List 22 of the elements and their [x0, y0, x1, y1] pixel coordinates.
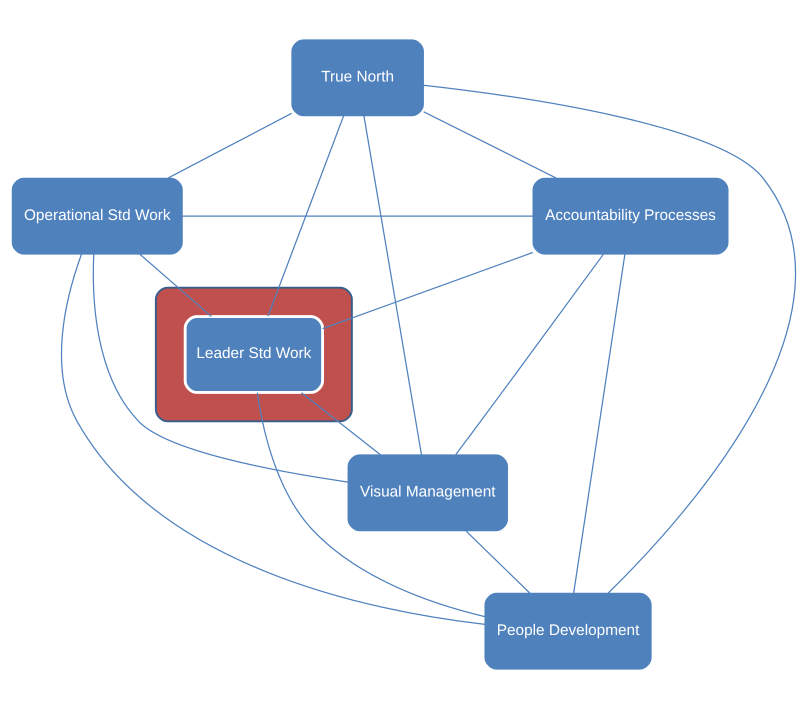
connector: [466, 530, 530, 594]
node-box: True North: [291, 39, 424, 116]
connector: [423, 111, 557, 179]
node-box: People Development: [484, 592, 652, 670]
connector: [182, 216, 533, 217]
connector: [267, 116, 344, 316]
node-box: Visual Management: [348, 454, 508, 532]
connector: [322, 252, 533, 330]
connector: [423, 84, 796, 594]
node-box: Accountability Processes: [532, 178, 728, 255]
node-box: Operational Std Work: [12, 178, 183, 255]
connector: [363, 116, 422, 455]
connector: [60, 254, 486, 625]
cluster: [154, 286, 353, 422]
connector: [455, 254, 604, 455]
node-box: Leader Std Work: [184, 315, 324, 394]
connector: [301, 392, 381, 456]
connector: [92, 254, 348, 483]
connector: [168, 112, 292, 179]
connector: [573, 254, 626, 594]
connector: [256, 392, 485, 618]
connector: [140, 254, 212, 318]
